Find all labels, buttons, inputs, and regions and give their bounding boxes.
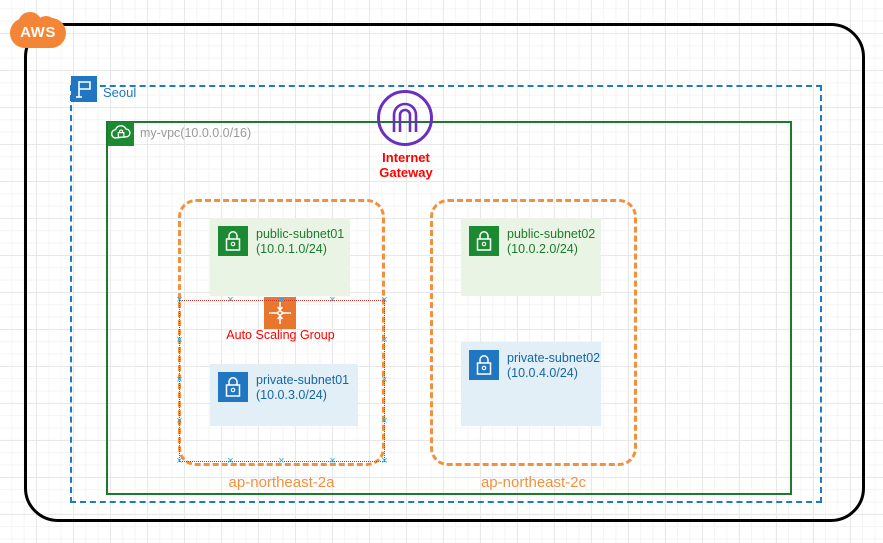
availability-zone-ap-northeast-2c[interactable] <box>430 199 637 466</box>
subnet-cidr: (10.0.1.0/24) <box>256 242 327 256</box>
selection-handle-left-2[interactable]: × <box>176 415 183 427</box>
selection-handle-left-center[interactable]: × <box>176 374 183 386</box>
subnet-public-subnet02[interactable]: public-subnet02 (10.0.2.0/24) <box>461 218 601 296</box>
selection-handle-left-1[interactable]: × <box>176 334 183 346</box>
region-boundary-seoul[interactable] <box>70 85 822 503</box>
aws-logo-label: AWS <box>20 24 56 41</box>
subnet-label: private-subnet02 (10.0.4.0/24) <box>507 351 600 381</box>
subnet-lock-icon <box>469 226 499 256</box>
subnet-label: public-subnet01 (10.0.1.0/24) <box>256 227 344 257</box>
selection-handle-right-2[interactable]: × <box>381 415 388 427</box>
selection-handle-bottom-2[interactable]: × <box>329 455 336 467</box>
selection-handle-top-right[interactable]: × <box>381 294 388 306</box>
aws-cloud-boundary[interactable] <box>24 23 865 522</box>
subnet-lock-icon <box>469 350 499 380</box>
selection-handle-bottom-left[interactable]: × <box>176 455 183 467</box>
subnet-private-subnet02[interactable]: private-subnet02 (10.0.4.0/24) <box>461 342 601 426</box>
auto-scaling-group-label: Auto Scaling Group <box>226 328 335 342</box>
region-flag-icon <box>71 76 97 102</box>
subnet-lock-icon <box>218 226 248 256</box>
subnet-cidr: (10.0.3.0/24) <box>256 388 327 402</box>
selection-handle-bottom-1[interactable]: × <box>227 455 234 467</box>
subnet-label: private-subnet01 (10.0.3.0/24) <box>256 373 349 403</box>
subnet-public-subnet01[interactable]: public-subnet01 (10.0.1.0/24) <box>210 218 350 296</box>
internet-gateway-label: Internet Gateway <box>353 150 459 180</box>
selection-handle-right-center[interactable]: × <box>381 374 388 386</box>
selection-handle-right-1[interactable]: × <box>381 334 388 346</box>
region-label: Seoul <box>103 85 137 100</box>
vpc-boundary[interactable] <box>106 121 792 495</box>
subnet-cidr: (10.0.2.0/24) <box>507 242 578 256</box>
subnet-name: public-subnet02 <box>507 227 596 241</box>
internet-gateway-icon <box>377 90 433 146</box>
subnet-lock-icon <box>218 372 248 402</box>
vpc-cloud-lock-icon <box>108 122 134 146</box>
aws-cloud-icon: AWS <box>10 10 66 54</box>
availability-zone-label-2c: ap-northeast-2c <box>480 474 587 491</box>
subnet-label: public-subnet02 (10.0.2.0/24) <box>507 227 595 257</box>
selection-handle-top-center[interactable]: × <box>278 294 285 306</box>
vpc-label: my-vpc(10.0.0.0/16) <box>140 126 252 140</box>
selection-handle-top-1[interactable]: × <box>227 294 234 306</box>
internet-gateway[interactable]: Internet Gateway <box>377 90 435 190</box>
availability-zone-label-2a: ap-northeast-2a <box>228 474 335 491</box>
auto-scaling-group-icon[interactable] <box>264 297 296 329</box>
subnet-name: private-subnet02 <box>507 351 601 365</box>
aws-logo-body <box>10 18 66 48</box>
selection-handle-top-left[interactable]: × <box>176 294 183 306</box>
igw-label-line2: Gateway <box>379 165 433 180</box>
subnet-private-subnet01[interactable]: private-subnet01 (10.0.3.0/24) <box>210 364 358 426</box>
subnet-name: public-subnet01 <box>256 227 345 241</box>
subnet-cidr: (10.0.4.0/24) <box>507 366 578 380</box>
igw-label-line1: Internet <box>382 150 430 165</box>
subnet-name: private-subnet01 <box>256 373 350 387</box>
selection-handle-top-2[interactable]: × <box>329 294 336 306</box>
selection-handle-bottom-right[interactable]: × <box>381 455 388 467</box>
selection-handle-bottom-center[interactable]: × <box>278 455 285 467</box>
